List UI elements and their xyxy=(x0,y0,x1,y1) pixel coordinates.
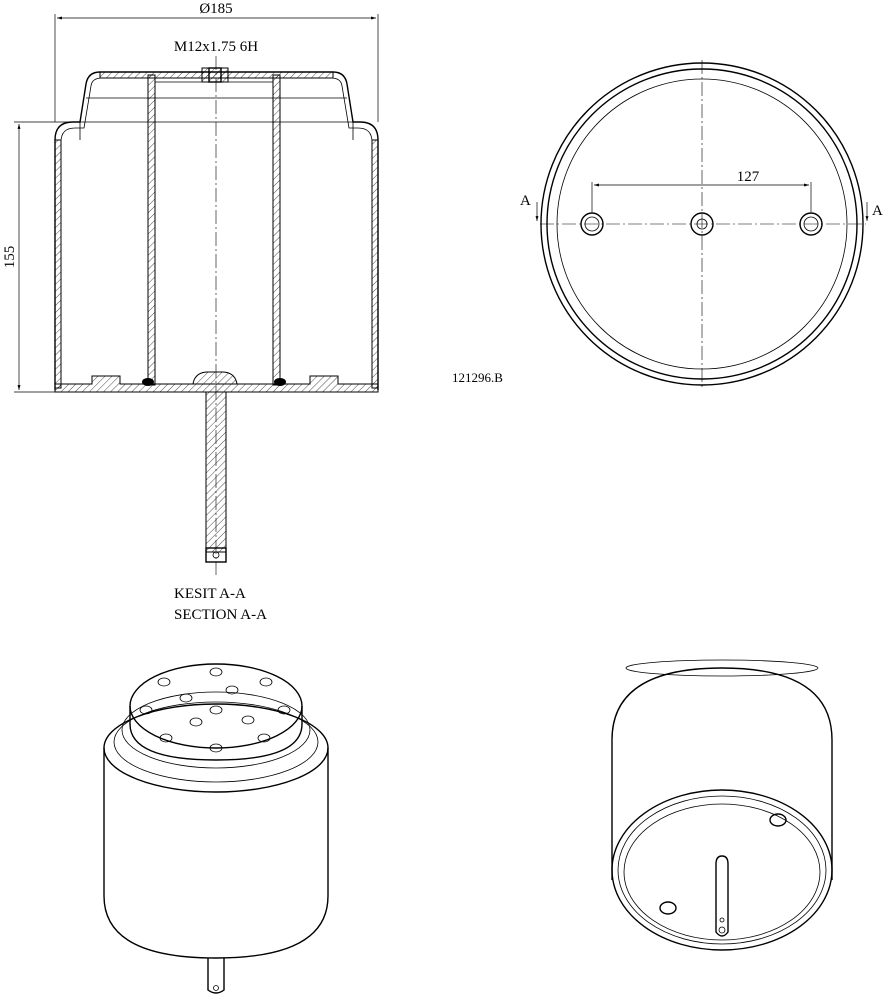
hole xyxy=(157,677,171,687)
dim-diameter-label: Ø185 xyxy=(199,1,232,17)
iso2-pin xyxy=(715,855,729,937)
iso1-top-plate xyxy=(129,663,303,749)
hole xyxy=(241,715,255,725)
hole xyxy=(209,705,223,715)
inner-wall-line xyxy=(79,122,354,140)
shell-inner-outline xyxy=(60,77,373,388)
iso1-shoulder-2 xyxy=(121,691,311,769)
iso2-base-outer xyxy=(611,789,833,951)
iso2-pin-hole xyxy=(718,926,726,934)
center-boss-inner xyxy=(696,218,708,230)
iso2-pin-hole-2 xyxy=(719,917,725,923)
shell-outline xyxy=(54,71,379,390)
tube-left-wall xyxy=(147,74,156,386)
left-stud-outer xyxy=(580,212,604,236)
left-wall-section xyxy=(54,139,62,389)
iso1-pin xyxy=(207,958,225,994)
iso1-pin-hole xyxy=(213,985,219,991)
section-caption-line2: SECTION A-A xyxy=(174,607,267,623)
iso2-stud-right xyxy=(769,813,787,827)
hole xyxy=(257,733,271,743)
hole xyxy=(277,705,291,715)
isometric-bottom-view xyxy=(611,659,833,951)
section-view: Ø185 M12x1.75 6H 155 KESIT A-A SECTION A… xyxy=(2,1,379,623)
tube-right-wall xyxy=(272,74,281,386)
iso2-top-rim xyxy=(625,659,819,677)
top-view: 127 A A 121296.B xyxy=(452,60,883,390)
dim-127-label: 127 xyxy=(737,169,760,185)
weld-right xyxy=(274,378,286,386)
iso1-top-plate-side xyxy=(129,706,303,761)
right-wall-section xyxy=(371,139,379,389)
dim-height-label: 155 xyxy=(2,246,18,269)
iso2-base-inner-2 xyxy=(623,803,821,941)
section-mark-left: A xyxy=(520,193,531,209)
right-stud-outer xyxy=(799,212,823,236)
hole xyxy=(179,693,193,703)
iso1-body xyxy=(103,748,329,959)
hole xyxy=(209,667,223,677)
hole xyxy=(259,677,273,687)
iso1-holes xyxy=(139,667,291,753)
iso2-stud-left xyxy=(659,901,677,915)
weld-left xyxy=(142,378,154,386)
left-stud-inner xyxy=(584,216,600,232)
right-stud-inner xyxy=(803,216,819,232)
hole xyxy=(189,717,203,727)
thread-boss xyxy=(201,67,229,83)
hole xyxy=(159,733,173,743)
thread-callout: M12x1.75 6H xyxy=(174,39,258,55)
part-number: 121296.B xyxy=(452,370,503,385)
bottom-boss xyxy=(192,371,238,385)
iso1-shoulder-1 xyxy=(113,701,319,783)
section-mark-right: A xyxy=(872,203,883,219)
hole xyxy=(209,743,223,753)
iso1-body-top xyxy=(103,703,329,793)
center-boss-outer xyxy=(690,212,714,236)
hole xyxy=(139,705,153,715)
iso2-base-inner xyxy=(617,795,827,945)
section-caption-line1: KESIT A-A xyxy=(174,586,246,602)
thread-hole xyxy=(208,67,222,83)
isometric-top-view xyxy=(103,663,329,994)
hole xyxy=(225,685,239,695)
iso2-body xyxy=(611,667,833,880)
